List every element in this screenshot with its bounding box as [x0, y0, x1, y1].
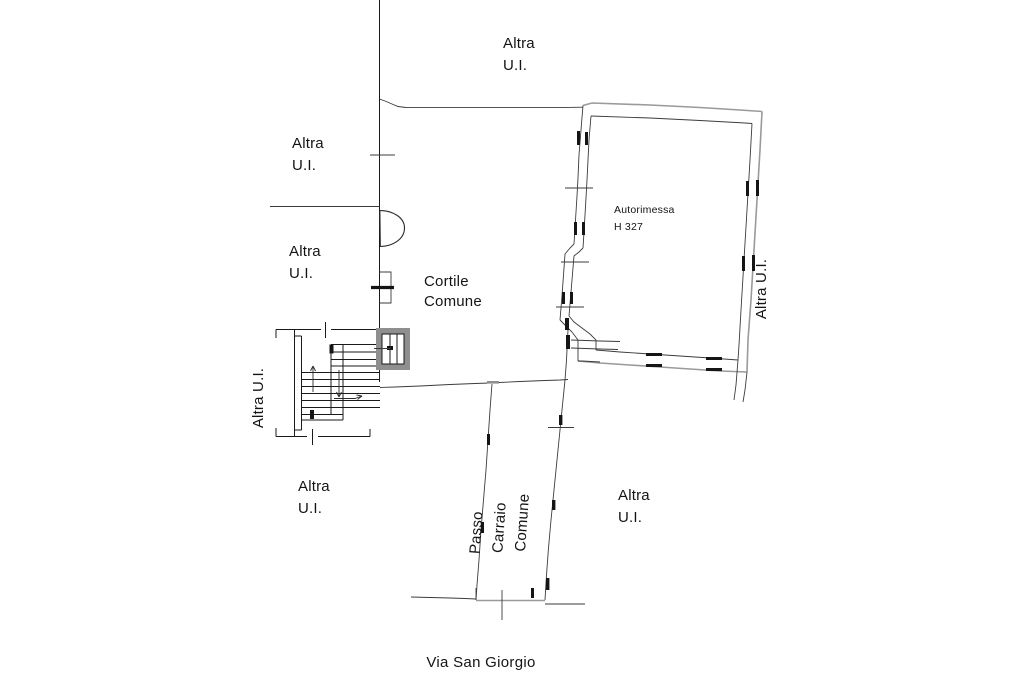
label-altra-ui-left-middle-line1: Altra — [289, 243, 321, 260]
garage-outline — [556, 102, 763, 403]
label-altra-ui-bottom-right-line2: U.I. — [618, 509, 642, 526]
door-jamb-upper — [371, 271, 394, 304]
label-passo-line2: Carraio — [489, 502, 509, 554]
label-altra-ui-top-line2: U.I. — [503, 57, 527, 74]
text-labels: Altra U.I. Altra U.I. Altra U.I. Altra U… — [250, 35, 770, 671]
label-autorimessa: Autorimessa — [614, 204, 675, 216]
label-altra-ui-right-vertical: Altra U.I. — [753, 259, 770, 319]
label-autorimessa-height: H 327 — [614, 221, 643, 233]
door-swing-arc — [379, 209, 406, 248]
label-altra-ui-left-middle-line2: U.I. — [289, 265, 313, 282]
label-altra-ui-left-lower-line1: Altra — [298, 478, 330, 495]
label-cortile-line1: Cortile — [424, 273, 469, 290]
label-altra-ui-left-upper-line1: Altra — [292, 135, 324, 152]
label-passo-line1: Passo — [467, 511, 487, 555]
courtyard-south-boundary — [379, 379, 569, 388]
label-street-caption: Via San Giorgio — [426, 654, 535, 671]
driveway-left-wall — [475, 383, 493, 601]
courtyard-north-boundary — [379, 98, 584, 109]
boundary-tick-marks — [270, 154, 395, 207]
garage-lower-stubs — [566, 335, 621, 350]
label-altra-ui-left-upper-line2: U.I. — [292, 157, 316, 174]
label-altra-ui-left-lower-line2: U.I. — [298, 500, 322, 517]
staircase — [301, 344, 380, 421]
passage-door-block — [374, 328, 410, 370]
street-boundary — [410, 588, 585, 620]
label-altra-ui-left-vertical: Altra U.I. — [250, 368, 267, 428]
label-cortile-line2: Comune — [424, 293, 482, 310]
label-altra-ui-bottom-right-line1: Altra — [618, 487, 650, 504]
label-passo-line3: Comune — [512, 493, 533, 552]
label-altra-ui-top-line1: Altra — [503, 35, 535, 52]
